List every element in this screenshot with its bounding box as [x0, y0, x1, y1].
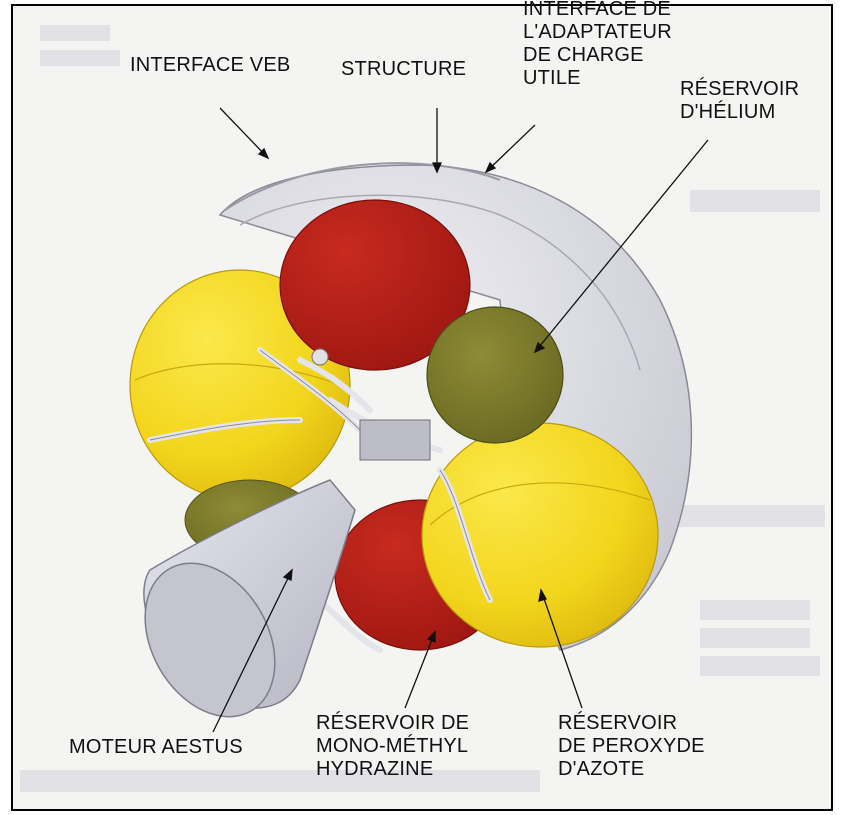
fuel-port: [312, 349, 328, 365]
label-helium-tank: RÉSERVOIR D'HÉLIUM: [680, 78, 799, 124]
label-n2o4-tank: RÉSERVOIR DE PEROXYDE D'AZOTE: [558, 712, 705, 781]
label-structure: STRUCTURE: [341, 58, 466, 81]
label-aestus-engine: MOTEUR AESTUS: [69, 736, 243, 759]
central-valve-block: [360, 420, 430, 460]
oxidizer-tank-right: [422, 423, 658, 647]
label-payload-adapter-interface: INTERFACE DE L'ADAPTATEUR DE CHARGE UTIL…: [523, 0, 672, 90]
helium-tank: [427, 307, 563, 443]
label-mmh-tank: RÉSERVOIR DE MONO-MÉTHYL HYDRAZINE: [316, 712, 469, 781]
label-interface-veb: INTERFACE VEB: [130, 54, 290, 77]
